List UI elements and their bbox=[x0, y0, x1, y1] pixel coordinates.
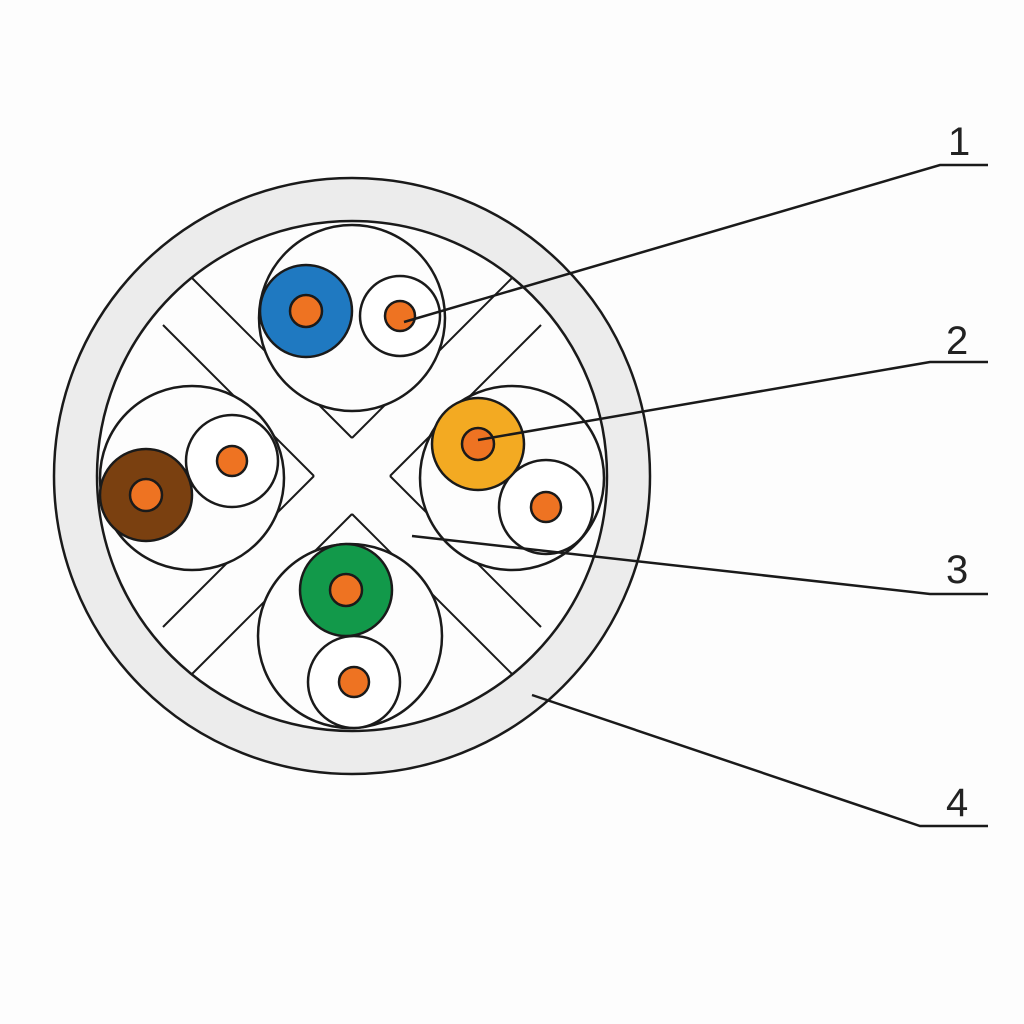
callout-label-4: 4 bbox=[946, 781, 968, 825]
leader-line-1 bbox=[403, 163, 988, 324]
callout-label-3: 3 bbox=[946, 548, 968, 592]
pair-brown bbox=[98, 384, 286, 572]
leader-line-3 bbox=[411, 534, 988, 596]
leader-line-4 bbox=[531, 693, 988, 828]
callout-label-2: 2 bbox=[946, 319, 968, 363]
pair-orange bbox=[418, 384, 606, 572]
inner-sheath bbox=[95, 219, 609, 733]
pair-green bbox=[256, 542, 444, 730]
pair-blue bbox=[257, 223, 447, 413]
leader-line-2 bbox=[477, 360, 988, 442]
callout-label-1: 1 bbox=[948, 120, 970, 164]
